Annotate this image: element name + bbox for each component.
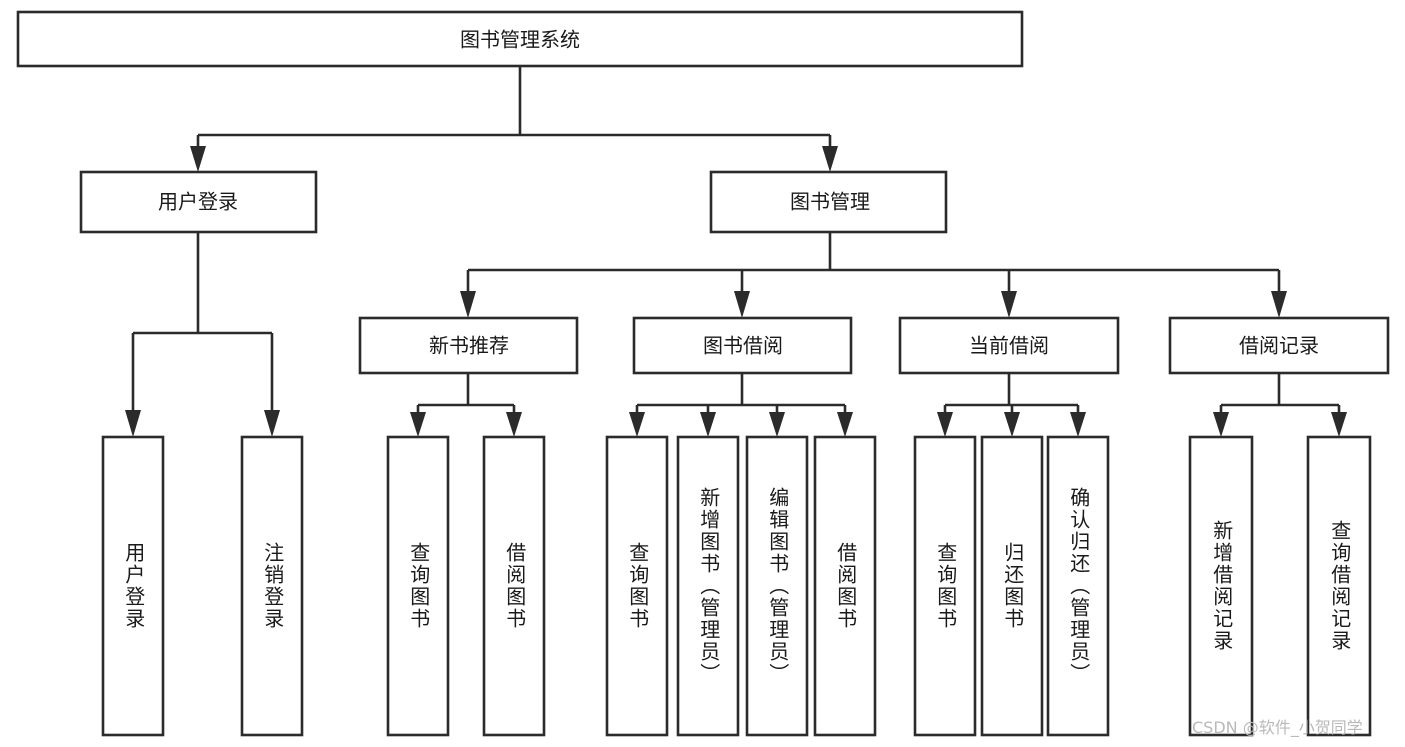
arrow-head-borrow-record [1271,291,1287,318]
leaf-box-borrow-book-2[interactable] [813,435,877,737]
node-user-login[interactable]: 用户登录 [79,170,318,234]
arrow-head-leaf-query-book-1 [410,412,426,437]
arrow-head-new-book-rec [460,291,476,318]
leaf-box-add-record[interactable] [1188,435,1254,737]
leaf-box-confirm-return[interactable] [1046,435,1110,737]
node-current-borrow-box[interactable] [898,316,1120,375]
node-root-box[interactable] [16,10,1024,68]
node-user-login-box[interactable] [79,170,318,234]
node-root[interactable]: 图书管理系统 [16,10,1024,68]
arrow-head-leaf-query-book-2 [629,412,645,437]
leaf-box-query-book-3[interactable] [913,435,977,737]
arrow-head-current-borrow [1001,291,1017,318]
arrow-head-leaf-add-record [1213,412,1229,437]
node-book-borrow[interactable]: 图书借阅 [632,316,853,375]
node-current-borrow-label: 当前借阅 [969,334,1049,358]
arrow-head-leaf-return-book [1004,412,1020,437]
node-new-book-rec-box[interactable] [358,316,579,375]
arrow-head-leaf-edit-book [769,412,785,437]
leaf-box-borrow-book-1[interactable] [482,435,546,737]
node-book-manage-label: 图书管理 [790,190,870,214]
arrow-head-leaf-borrow-book-2 [837,412,853,437]
leaf-box-query-book-2[interactable] [605,435,669,737]
node-new-book-rec-label: 新书推荐 [429,334,509,358]
arrow-head-leaf-query-book-3 [937,412,953,437]
node-new-book-rec[interactable]: 新书推荐 [358,316,579,375]
node-book-borrow-box[interactable] [632,316,853,375]
leaf-box-edit-book[interactable] [745,435,809,737]
node-borrow-record-label: 借阅记录 [1239,334,1319,358]
arrow-head-book-borrow [734,291,750,318]
leaf-box-user-login[interactable] [101,435,165,737]
leaf-box-group [101,435,1372,737]
node-user-login-label: 用户登录 [158,190,238,214]
leaf-box-logout[interactable] [240,435,304,737]
node-borrow-record[interactable]: 借阅记录 [1168,316,1390,375]
node-book-borrow-label: 图书借阅 [703,334,783,358]
node-current-borrow[interactable]: 当前借阅 [898,316,1120,375]
node-root-label: 图书管理系统 [460,28,580,52]
arrow-head-leaf-confirm-return [1070,412,1086,437]
arrow-head-book-manage [822,146,838,172]
node-book-manage-box[interactable] [709,170,948,234]
node-book-manage[interactable]: 图书管理 [709,170,948,234]
arrow-head-leaf-user-login [125,410,141,437]
csdn-watermark: CSDN @软件_小贺同学 [1192,718,1363,737]
arrow-head-leaf-logout [264,410,280,437]
leaf-box-query-record[interactable] [1306,435,1372,737]
leaf-box-add-book[interactable] [676,435,740,737]
arrow-head-leaf-borrow-book-1 [506,412,522,437]
arrow-head-leaf-add-book [700,412,716,437]
leaf-box-query-book-1[interactable] [386,435,450,737]
arrow-head-leaf-query-record [1331,412,1347,437]
node-borrow-record-box[interactable] [1168,316,1390,375]
connector-group [125,66,1347,437]
leaf-box-return-book[interactable] [980,435,1044,737]
arrow-head-user-login [190,146,206,172]
